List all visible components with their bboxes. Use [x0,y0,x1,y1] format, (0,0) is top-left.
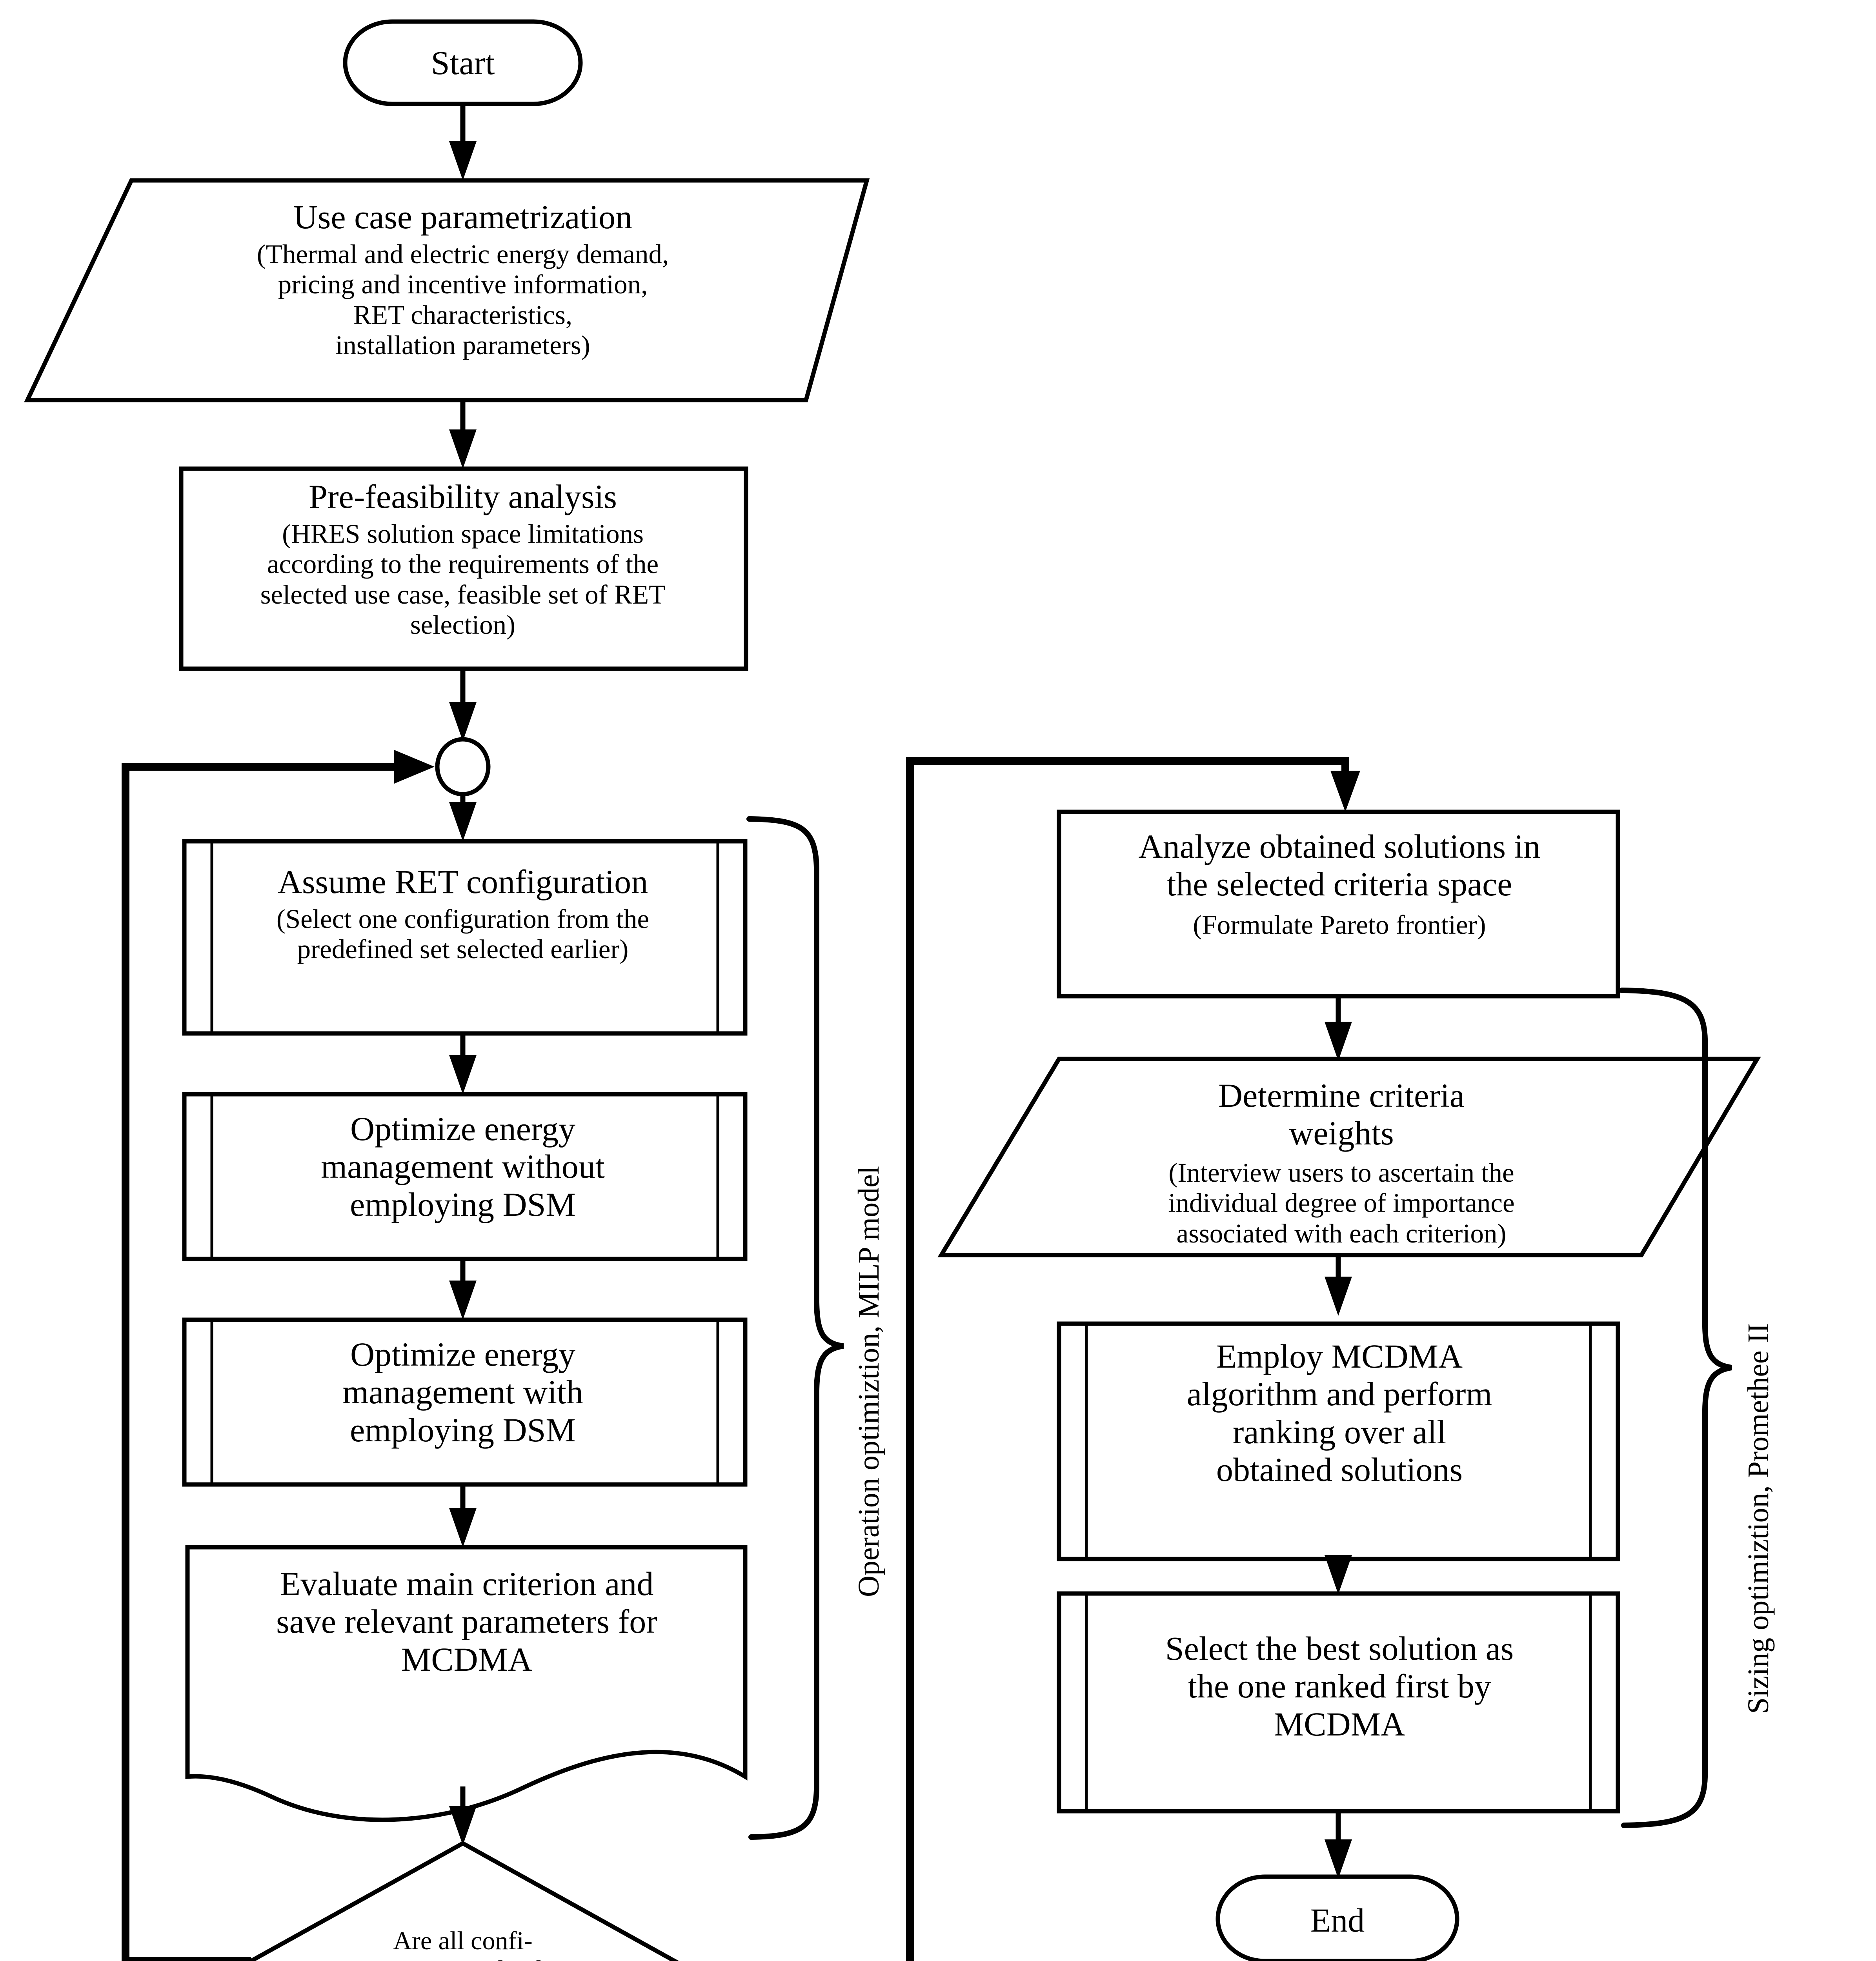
left-group-brace [746,816,844,1840]
end-terminator-shape [1215,1874,1459,1961]
analyze-solutions-box-shape [1057,810,1620,999]
optimize-without-dsm-box-shape [182,1092,748,1261]
arrowhead-evaluate-decision [449,1806,477,1845]
arrowhead-prefeas-connector [449,702,477,741]
optimize-with-dsm-box-shape [182,1317,748,1487]
arrowhead-yes-analyze [1330,771,1360,812]
decision-diamond-shape [246,1841,679,1961]
arrowhead-optwithout-optwith [449,1281,477,1320]
arrowhead-analyze-weights [1325,1022,1352,1061]
arrowhead-weights-mcdma [1325,1277,1352,1316]
arrowhead-select-end [1325,1839,1352,1879]
arrowhead-mcdma-select [1325,1555,1352,1594]
assume-ret-box-shape [182,839,748,1036]
edge-no-loopback [122,763,408,1961]
arrowhead-connector-assume [449,802,477,841]
edge-yes-to-analyze [906,757,1349,1961]
arrowhead-optwith-evaluate [449,1508,477,1547]
right-group-brace [1619,988,1732,1828]
employ-mcdma-box-shape [1057,1321,1620,1561]
start-terminator-shape [343,19,583,106]
loop-connector-circle [435,737,491,797]
arrowhead-no-loopback [394,750,435,784]
determine-weights-parallelogram-shape [937,1057,1761,1257]
evaluate-criterion-document-shape [185,1545,748,1822]
prefeasibility-box-shape [179,466,748,671]
arrowhead-usecase-prefeas [449,429,477,469]
arrowhead-assume-optwithout [449,1055,477,1094]
arrowhead-start-usecase [449,141,477,180]
select-best-box-shape [1057,1591,1620,1814]
usecase-parallelogram-shape [24,178,870,402]
